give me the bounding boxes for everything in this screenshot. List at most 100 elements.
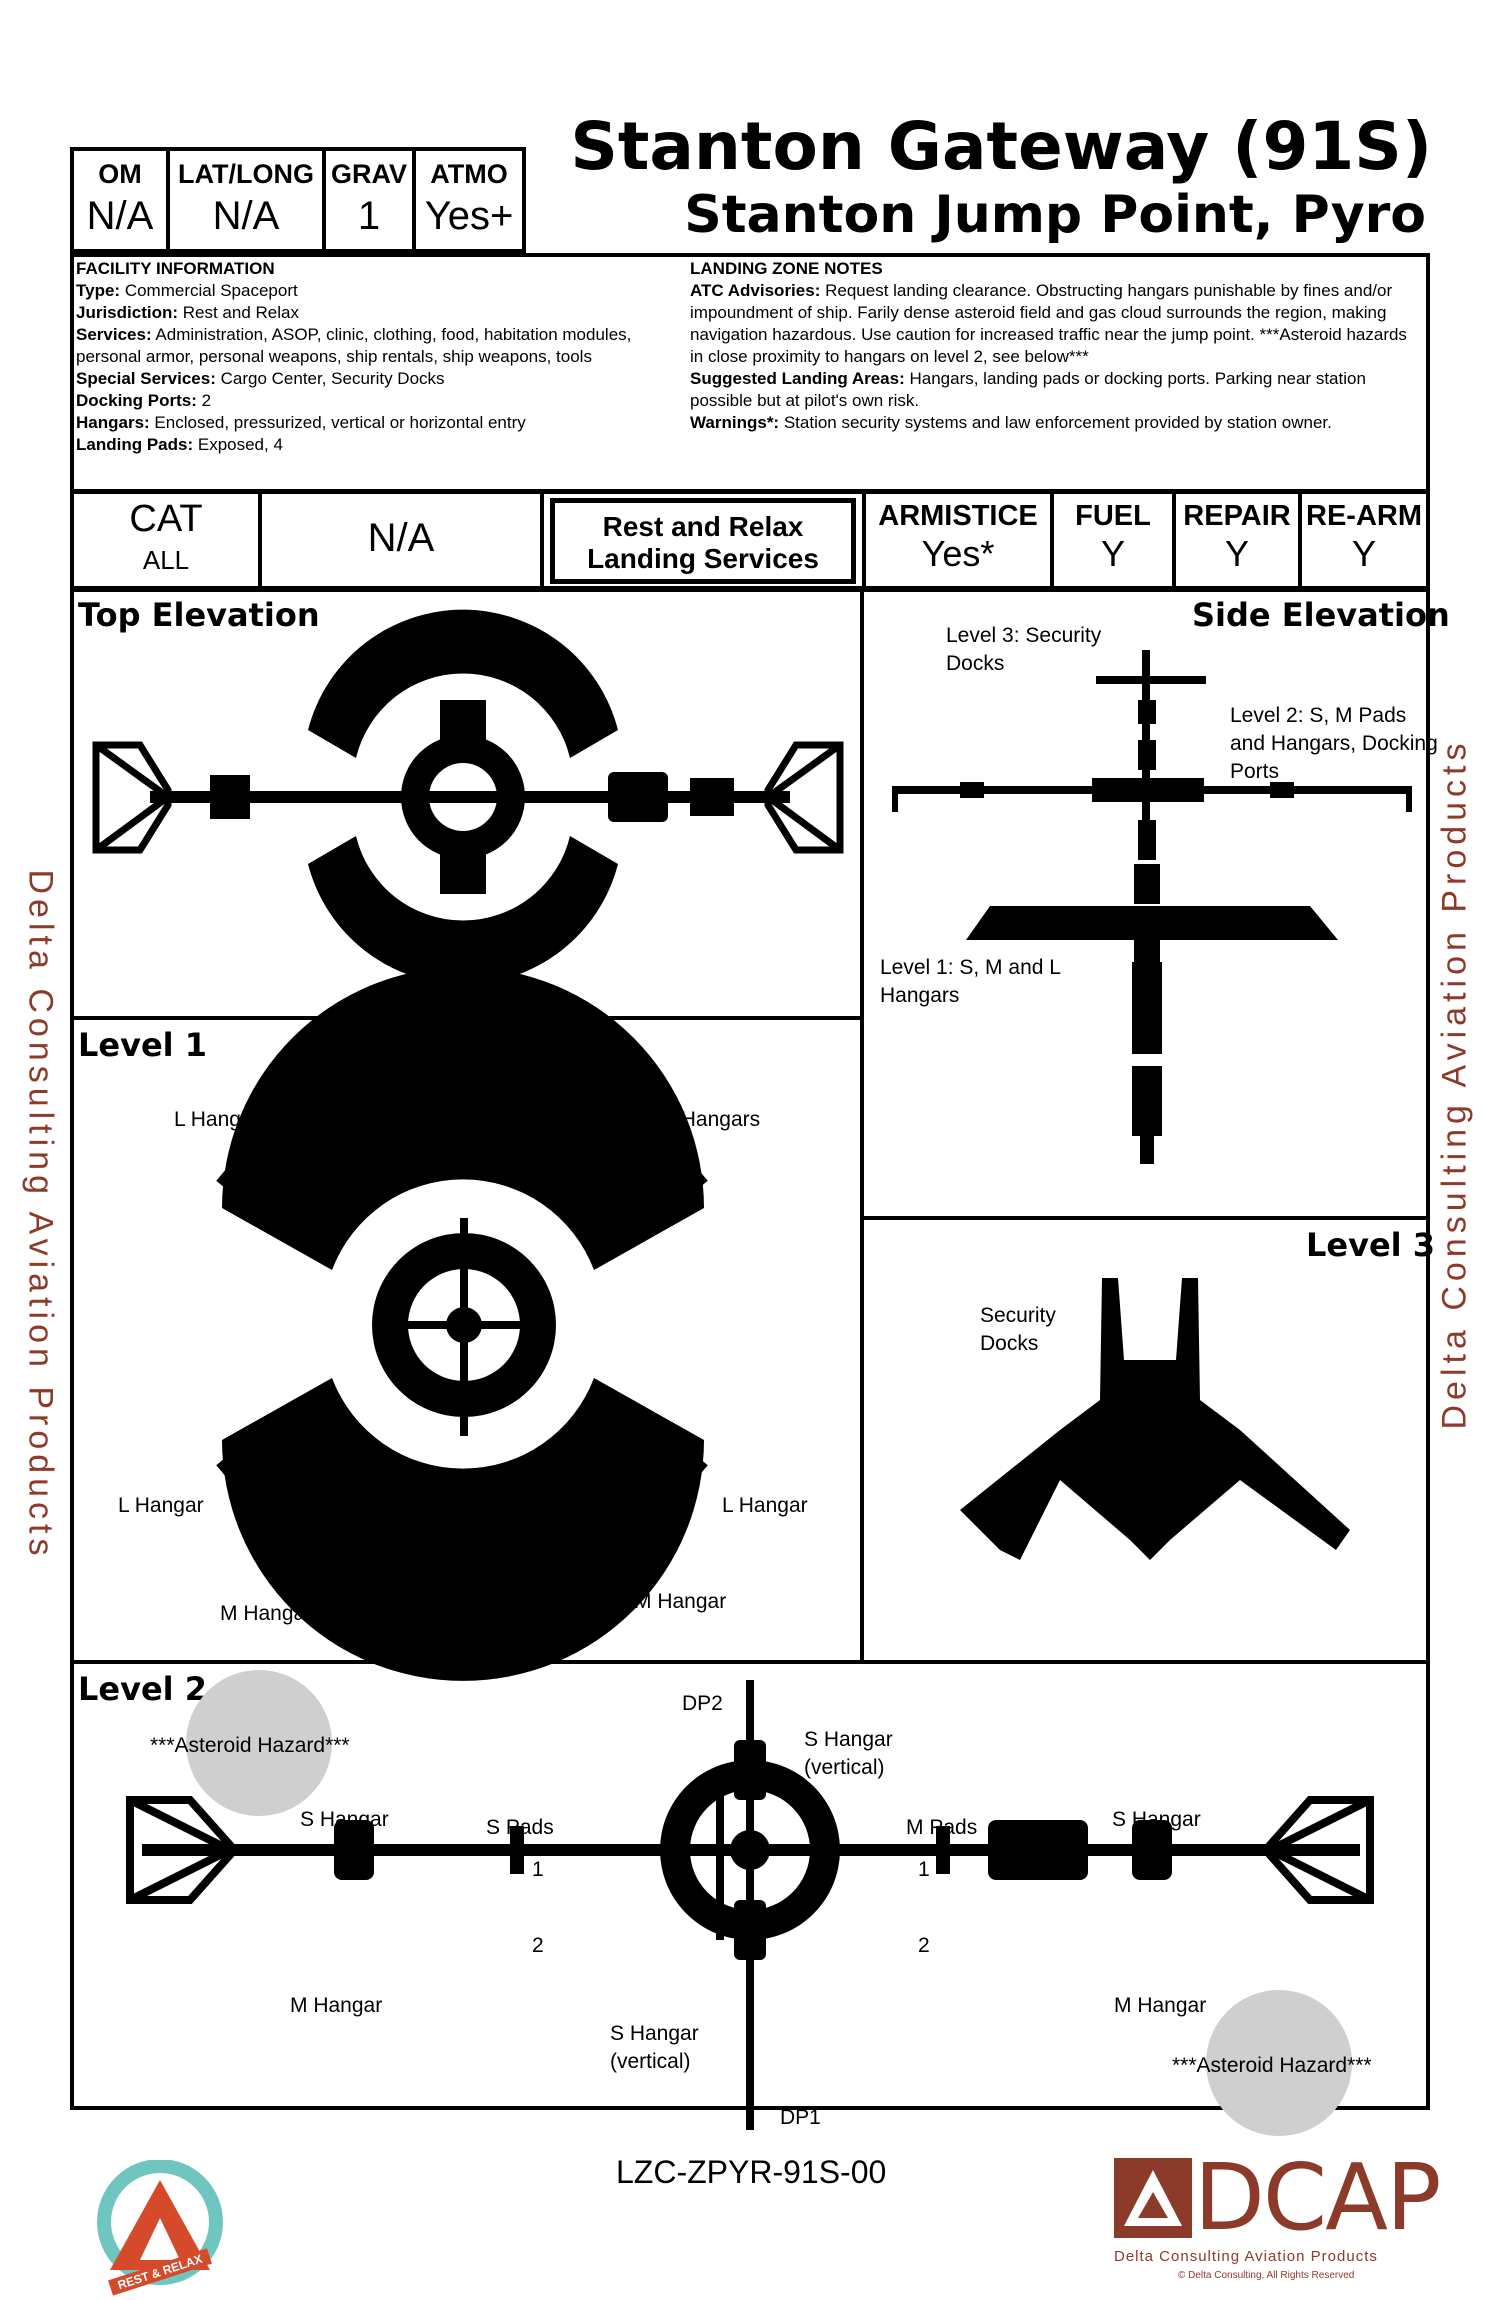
atmo-value: Yes+ [424, 194, 514, 238]
rest-relax-logo: REST & RELAX [90, 2160, 230, 2296]
side-label-level2: Level 2: S, M Pads and Hangars, Docking … [1230, 702, 1438, 786]
l2-asteroid-hazard-2: ***Asteroid Hazard*** [1172, 2054, 1372, 2077]
level3-drawing [960, 1278, 1350, 1560]
top-elevation-title: Top Elevation [78, 596, 320, 634]
l3-label-line1: Security [980, 1304, 1056, 1327]
armistice-label: ARMISTICE [878, 500, 1038, 532]
l1-s-hangars-bottom: S Hangars (3) [404, 1634, 535, 1657]
docking-label: Docking Ports: [76, 391, 197, 410]
docking-value: 2 [201, 391, 212, 410]
l2-pad1-left: 1 [532, 1858, 544, 1881]
repair-label: REPAIR [1183, 500, 1291, 532]
page-title: Stanton Gateway (91S) [570, 108, 1432, 185]
type-value: Commercial Spaceport [124, 281, 298, 300]
l2-s-hangar-vertical-bottom-line1: S Hangar [610, 2022, 699, 2045]
atmo-label: ATMO [430, 159, 508, 189]
level1-title: Level 1 [78, 1026, 208, 1064]
suggested-value: Hangars, landing pads or docking ports. … [690, 369, 1366, 410]
l1-m-hangar-left: M Hangar [220, 1602, 313, 1625]
fuel-value: Y [1100, 533, 1125, 574]
l2-s-hangar-vertical-top: S Hangar (vertical) [804, 1726, 893, 1782]
jurisdiction-value: Rest and Relax [182, 303, 299, 322]
type-label: Type: [76, 281, 121, 300]
l1-l-hangars-left: L Hangars [174, 1108, 271, 1131]
warnings-label: Warnings*: [690, 413, 780, 432]
l1-m-hangar-right: M Hangar [634, 1590, 727, 1613]
latlong-value: N/A [212, 194, 280, 238]
side-label-level3-line2: Docks [946, 652, 1005, 675]
l3-label-line2: Docks [980, 1332, 1039, 1355]
l2-pad1-right: 1 [918, 1858, 930, 1881]
dcap-wordmark: DCAP [1194, 2144, 1441, 2251]
asteroid-hazard-circle-2 [1206, 1990, 1352, 2136]
special-value: Cargo Center, Security Docks [220, 369, 445, 388]
side-label-level1: Level 1: S, M and L Hangars [880, 954, 1061, 1010]
services-label: Services: [76, 325, 152, 344]
side-elevation-title: Side Elevation [1192, 596, 1450, 634]
rearm-value: Y [1351, 533, 1376, 574]
atc-value: Request landing clearance. Obstructing h… [690, 281, 1407, 366]
services-value: Administration, ASOP, clinic, clothing, … [76, 325, 632, 366]
om-label: OM [98, 159, 142, 189]
pads-label: Landing Pads: [76, 435, 194, 454]
side-elevation-drawing [892, 650, 1412, 1164]
l2-m-pads: M Pads [906, 1816, 978, 1839]
l2-m-hangar-left: M Hangar [290, 1994, 383, 2017]
level2-title: Level 2 [78, 1670, 208, 1708]
page-subtitle: Stanton Jump Point, Pyro [684, 185, 1426, 245]
l2-s-hangar-left: S Hangar [300, 1808, 389, 1831]
repair-value: Y [1224, 533, 1249, 574]
atc-label: ATC Advisories: [690, 281, 821, 300]
facility-heading: FACILITY INFORMATION [76, 259, 275, 278]
asteroid-hazard-circle-1 [186, 1670, 332, 1816]
freq-value: N/A [367, 516, 435, 560]
cat-label: CAT [129, 498, 203, 540]
l2-s-pads: S Pads [486, 1816, 554, 1839]
l2-s-hangar-vertical-bottom-line2: (vertical) [610, 2050, 691, 2073]
side-label-level2-line1: Level 2: S, M Pads [1230, 704, 1407, 727]
l2-pad2-left: 2 [532, 1934, 544, 1957]
facility-info: FACILITY INFORMATION Type: Commercial Sp… [76, 258, 676, 456]
l2-dp2: DP2 [682, 1692, 723, 1715]
l2-s-hangar-right: S Hangar [1112, 1808, 1201, 1831]
side-label-level2-line2: and Hangars, Docking [1230, 732, 1438, 755]
jurisdiction-label: Jurisdiction: [76, 303, 179, 322]
l3-security-docks: Security Docks [980, 1302, 1056, 1358]
level2-drawing [126, 1680, 1374, 2130]
services-cell: Rest and Relax Landing Services [550, 498, 856, 584]
l2-s-hangar-vertical-top-line1: S Hangar [804, 1728, 893, 1751]
side-label-level3-line1: Level 3: Security [946, 624, 1102, 647]
document-code: LZC-ZPYR-91S-00 [616, 2154, 887, 2190]
services-line1: Rest and Relax [602, 511, 804, 542]
l2-s-hangar-vertical-top-line2: (vertical) [804, 1756, 885, 1779]
landing-notes: LANDING ZONE NOTES ATC Advisories: Reque… [690, 258, 1420, 434]
cat-value: ALL [142, 545, 190, 575]
l1-l-hangar-bottom-left: L Hangar [118, 1494, 204, 1517]
level1-drawing [216, 967, 708, 1681]
rearm-cell: RE-ARM Y [1298, 490, 1430, 590]
armistice-value: Yes* [921, 533, 995, 574]
dcap-logo: DCAP Delta Consulting Aviation Products … [1108, 2144, 1441, 2290]
atmo-cell: ATMO Yes+ [412, 147, 526, 253]
dcap-copyright: © Delta Consulting, All Rights Reserved [1178, 2270, 1355, 2281]
dcap-triangle-icon [1114, 2158, 1192, 2238]
l2-m-hangar-right: M Hangar [1114, 1994, 1207, 2017]
services-line2: Landing Services [587, 543, 819, 574]
l1-l-hangars-right: L Hangars [664, 1108, 761, 1131]
latlong-label: LAT/LONG [178, 159, 314, 189]
level3-title: Level 3 [1306, 1226, 1436, 1264]
l2-dp1: DP1 [780, 2106, 821, 2129]
grav-value: 1 [357, 194, 381, 238]
om-value: N/A [86, 194, 154, 238]
side-label-level1-line1: Level 1: S, M and L [880, 956, 1061, 979]
warnings-value: Station security systems and law enforce… [783, 413, 1332, 432]
rearm-label: RE-ARM [1306, 500, 1422, 532]
l2-pad2-right: 2 [918, 1934, 930, 1957]
l1-l-hangar-bottom-right: L Hangar [722, 1494, 808, 1517]
dcap-subtitle: Delta Consulting Aviation Products [1114, 2248, 1378, 2265]
suggested-label: Suggested Landing Areas: [690, 369, 905, 388]
top-elevation-drawing [92, 609, 844, 985]
side-label-level1-line2: Hangars [880, 984, 960, 1007]
side-label-level2-line3: Ports [1230, 760, 1280, 783]
